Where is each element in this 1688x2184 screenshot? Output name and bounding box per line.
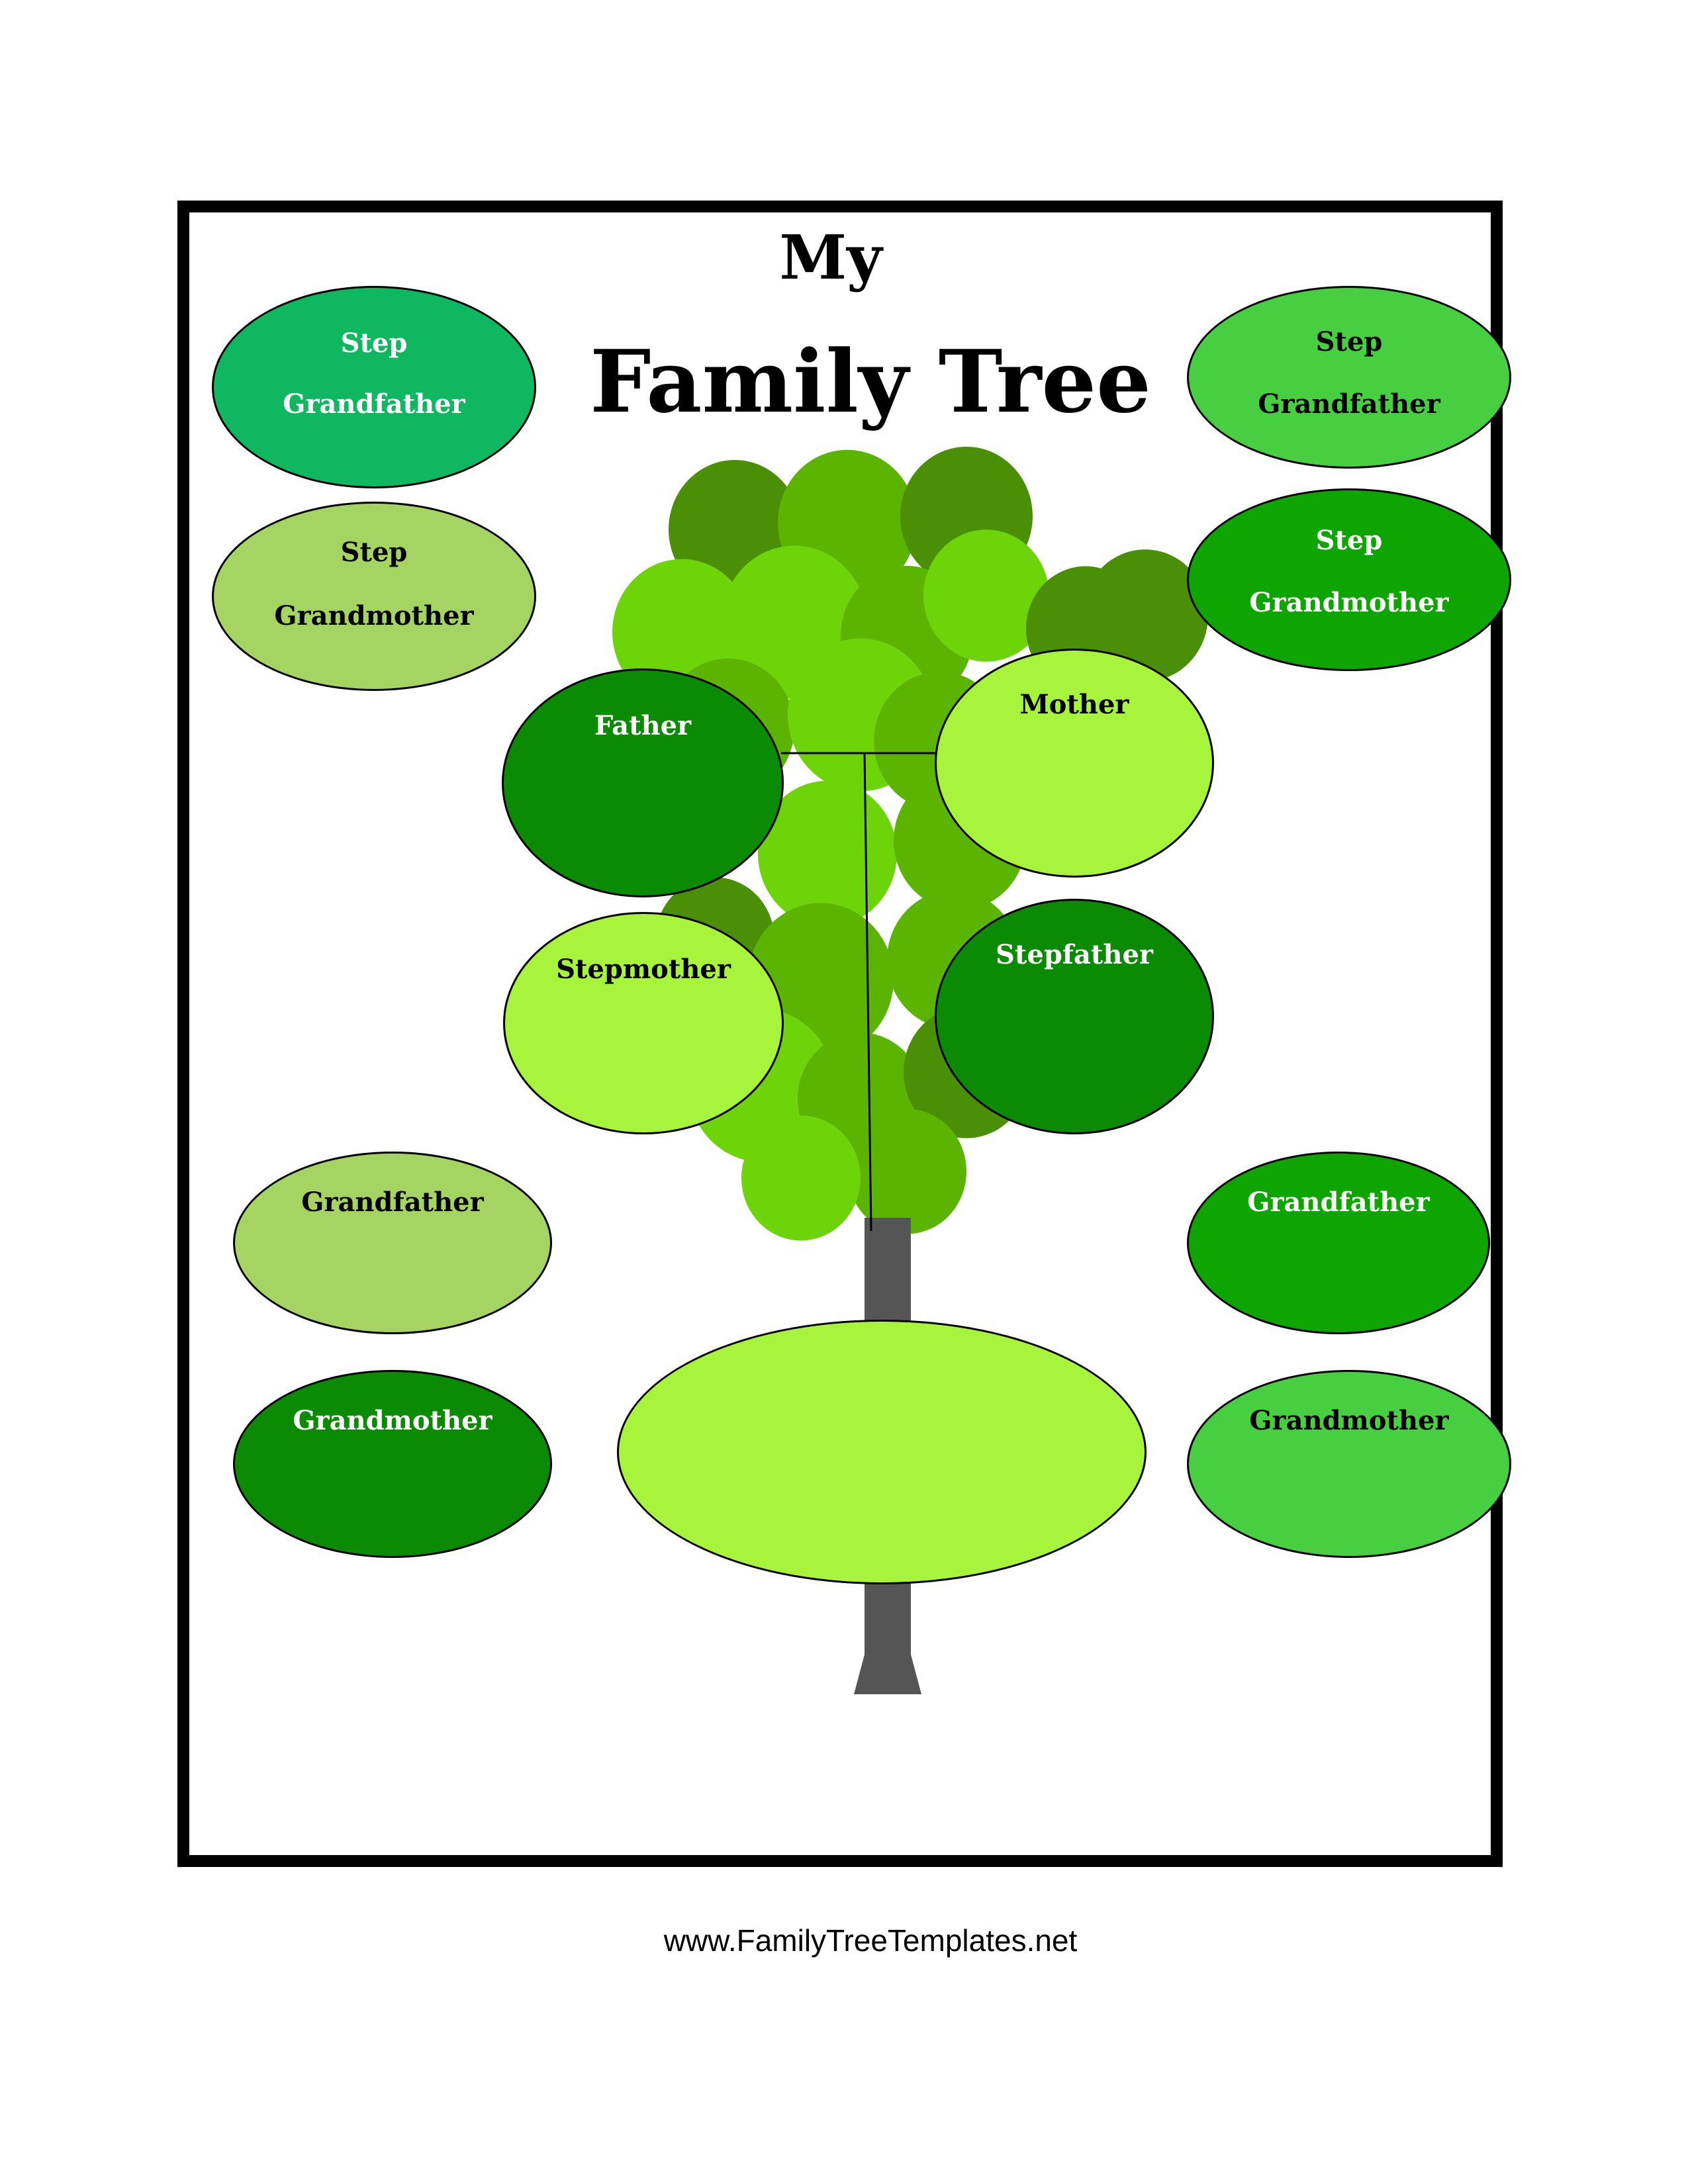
oval-label-father: Father bbox=[594, 710, 692, 741]
oval-label-stepmother: Stepmother bbox=[556, 954, 731, 985]
canopy-leaf-blob bbox=[741, 1115, 861, 1241]
footer-url: www.FamilyTreeTemplates.net bbox=[663, 1923, 1078, 1958]
oval-left-step-grandfather[interactable]: Step Grandfather bbox=[212, 286, 536, 488]
oval-label-grandfather: Grandfather bbox=[301, 1187, 484, 1218]
oval-left-step-grandmother[interactable]: Step Grandmother bbox=[212, 502, 536, 691]
oval-right-grandmother[interactable]: Grandmother bbox=[1187, 1370, 1511, 1558]
tree-trunk-base bbox=[854, 1655, 921, 1694]
oval-label-grandfather: Grandfather bbox=[1258, 388, 1440, 420]
canopy-leaf-blob bbox=[758, 780, 897, 927]
oval-label-step: Step bbox=[340, 328, 408, 359]
oval-center-self[interactable] bbox=[617, 1320, 1147, 1584]
oval-stepmother[interactable]: Stepmother bbox=[503, 912, 784, 1134]
oval-mother[interactable]: Mother bbox=[935, 649, 1214, 878]
oval-right-step-grandmother[interactable]: Step Grandmother bbox=[1187, 488, 1511, 671]
oval-label-mother: Mother bbox=[1019, 689, 1129, 720]
title-my: My bbox=[779, 222, 882, 293]
oval-label-step: Step bbox=[1315, 525, 1383, 556]
oval-label-grandmother: Grandmother bbox=[293, 1405, 492, 1436]
oval-label-grandmother: Grandmother bbox=[274, 600, 474, 631]
canopy-leaf-blob bbox=[923, 529, 1049, 662]
oval-label-grandmother: Grandmother bbox=[1249, 1405, 1449, 1436]
oval-father[interactable]: Father bbox=[502, 668, 784, 897]
oval-label-grandfather: Grandfather bbox=[1247, 1187, 1430, 1218]
oval-left-grandmother[interactable]: Grandmother bbox=[233, 1370, 552, 1558]
oval-label-grandmother: Grandmother bbox=[1249, 587, 1449, 618]
connector-vertical bbox=[863, 752, 872, 1232]
oval-label-step: Step bbox=[340, 537, 408, 568]
oval-left-grandfather[interactable]: Grandfather bbox=[233, 1152, 552, 1334]
oval-stepfather[interactable]: Stepfather bbox=[935, 899, 1214, 1134]
oval-right-grandfather[interactable]: Grandfather bbox=[1187, 1152, 1490, 1334]
oval-label-stepfather: Stepfather bbox=[996, 939, 1153, 970]
oval-label-grandfather: Grandfather bbox=[283, 388, 465, 420]
canopy-leaf-blob bbox=[1082, 549, 1208, 682]
oval-right-step-grandfather[interactable]: Step Grandfather bbox=[1187, 286, 1511, 469]
canopy-leaf-blob bbox=[847, 1109, 966, 1234]
title-family-tree: Family Tree bbox=[590, 331, 1151, 432]
oval-label-step: Step bbox=[1315, 326, 1383, 357]
